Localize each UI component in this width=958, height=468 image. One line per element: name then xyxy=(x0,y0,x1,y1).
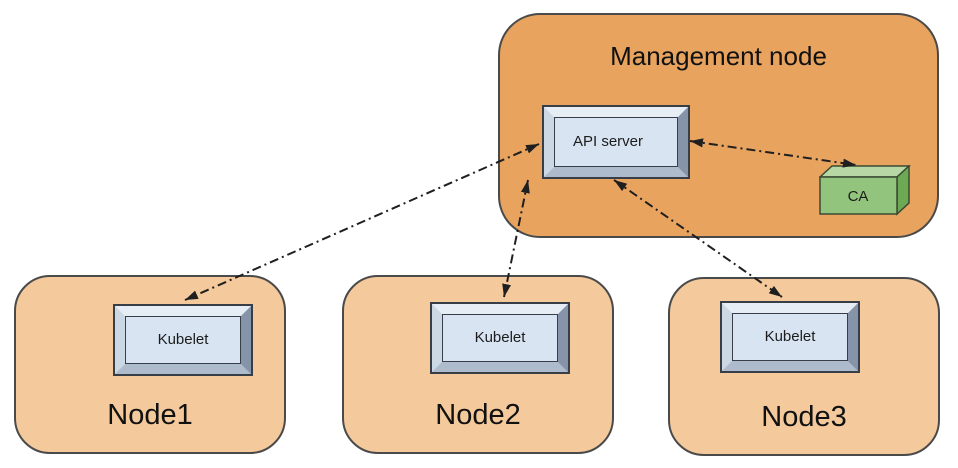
node3-kubelet-label: Kubelet xyxy=(764,328,816,345)
api-server-box: API server xyxy=(542,105,690,179)
node3-kubelet-bevel-frame xyxy=(722,303,858,371)
node2-kubelet-label: Kubelet xyxy=(474,329,526,346)
node1-label: Node1 xyxy=(107,399,193,431)
node1-kubelet-box: Kubelet xyxy=(113,304,253,376)
node2-group: Kubelet Node2 xyxy=(342,275,614,454)
api-server-label: API server xyxy=(573,133,644,150)
node3-label: Node3 xyxy=(761,401,847,433)
node3-kubelet-box: Kubelet xyxy=(720,301,860,373)
api-server-face: API server xyxy=(554,117,678,167)
ca-front-face xyxy=(819,176,898,215)
node3-kubelet-face: Kubelet xyxy=(732,313,848,361)
ca-label: CA xyxy=(848,188,869,205)
management-node-label: Management node xyxy=(610,41,827,71)
node1-kubelet-bevel-frame xyxy=(115,306,251,374)
node2-kubelet-bevel-frame xyxy=(432,304,568,372)
node2-kubelet-face: Kubelet xyxy=(442,314,558,362)
node3-group: Kubelet Node3 xyxy=(668,277,940,456)
node1-kubelet-label: Kubelet xyxy=(157,331,209,348)
ca-box: CA xyxy=(819,165,911,216)
api-server-bevel-frame xyxy=(544,107,688,177)
node2-label: Node2 xyxy=(435,399,521,431)
ca-top-face xyxy=(819,165,911,178)
node2-kubelet-box: Kubelet xyxy=(430,302,570,374)
management-node-group: Management node API server CA xyxy=(498,13,939,238)
node1-kubelet-face: Kubelet xyxy=(125,316,241,364)
node1-group: Kubelet Node1 xyxy=(14,275,286,454)
